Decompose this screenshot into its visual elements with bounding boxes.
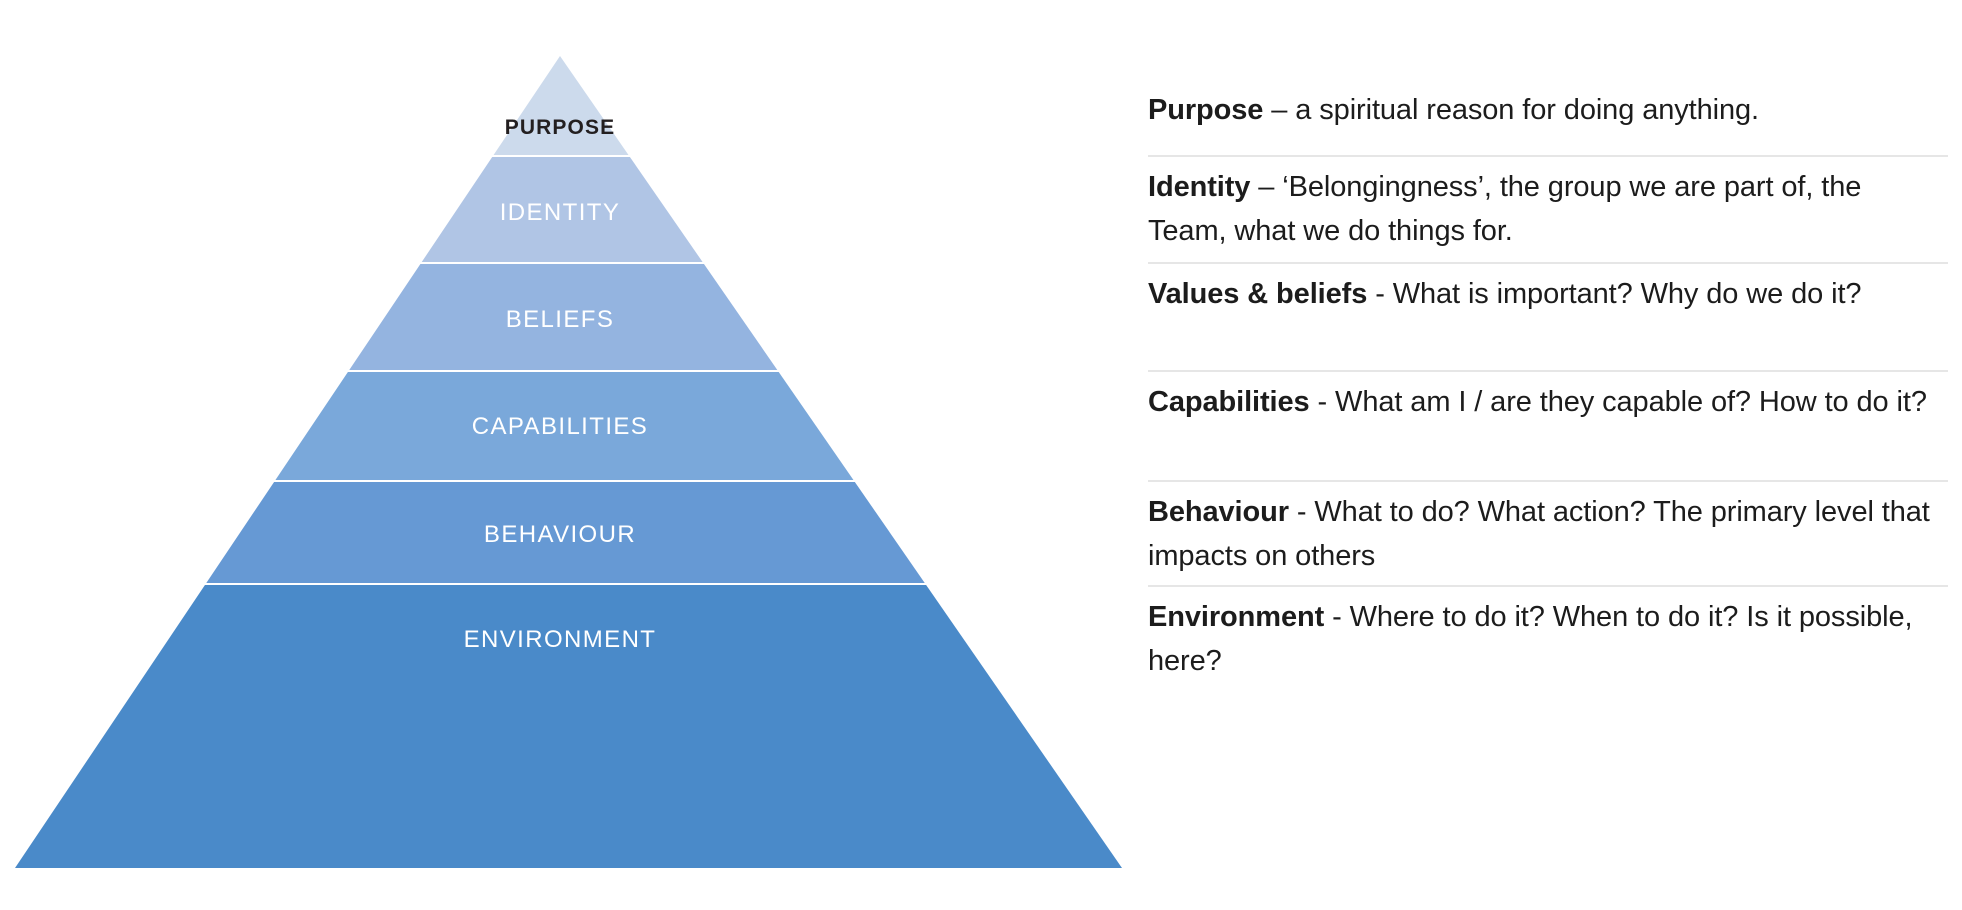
- pyramid-band-capabilities[interactable]: [275, 372, 854, 480]
- purpose-desc-body: – a spiritual reason for doing anything.: [1263, 94, 1759, 126]
- environment-desc-term: Environment: [1148, 601, 1325, 633]
- beliefs-desc-term: Values & beliefs: [1148, 278, 1368, 310]
- pyramid-band-beliefs[interactable]: [349, 264, 778, 370]
- capabilities-desc-term: Capabilities: [1148, 386, 1310, 418]
- row-divider-0: [1148, 155, 1948, 157]
- row-divider-4: [1148, 585, 1948, 587]
- pyramid-svg: [15, 56, 1122, 868]
- beliefs-desc: Values & beliefs - What is important? Wh…: [1148, 272, 1938, 316]
- row-divider-1: [1148, 262, 1948, 264]
- pyramid-band-behaviour[interactable]: [206, 482, 925, 583]
- beliefs-desc-text: Values & beliefs - What is important? Wh…: [1148, 272, 1938, 316]
- purpose-desc-text: Purpose – a spiritual reason for doing a…: [1148, 88, 1938, 132]
- capabilities-desc-text: Capabilities - What am I / are they capa…: [1148, 380, 1938, 424]
- environment-desc-body: - Where to do it? When to do it? Is it p…: [1148, 601, 1913, 677]
- purpose-desc: Purpose – a spiritual reason for doing a…: [1148, 88, 1938, 132]
- beliefs-desc-body: - What is important? Why do we do it?: [1367, 278, 1862, 310]
- pyramid-band-identity[interactable]: [421, 157, 703, 262]
- pyramid-band-purpose[interactable]: [493, 56, 629, 155]
- identity-desc-text: Identity – ‘Belongingness’, the group we…: [1148, 165, 1938, 253]
- identity-desc: Identity – ‘Belongingness’, the group we…: [1148, 165, 1938, 253]
- pyramid-band-environment[interactable]: [15, 585, 1122, 868]
- behaviour-desc-body: - What to do? What action? The primary l…: [1148, 496, 1930, 572]
- row-divider-2: [1148, 370, 1948, 372]
- identity-desc-body: – ‘Belongingness’, the group we are part…: [1148, 171, 1862, 247]
- behaviour-desc-text: Behaviour - What to do? What action? The…: [1148, 490, 1938, 578]
- purpose-desc-term: Purpose: [1148, 94, 1264, 126]
- capabilities-desc: Capabilities - What am I / are they capa…: [1148, 380, 1938, 424]
- behaviour-desc-term: Behaviour: [1148, 496, 1289, 528]
- description-column: Purpose – a spiritual reason for doing a…: [1148, 0, 1948, 910]
- behaviour-desc: Behaviour - What to do? What action? The…: [1148, 490, 1938, 578]
- environment-desc: Environment - Where to do it? When to do…: [1148, 595, 1938, 683]
- identity-desc-term: Identity: [1148, 171, 1251, 203]
- row-divider-3: [1148, 480, 1948, 482]
- environment-desc-text: Environment - Where to do it? When to do…: [1148, 595, 1938, 683]
- capabilities-desc-body: - What am I / are they capable of? How t…: [1309, 386, 1927, 418]
